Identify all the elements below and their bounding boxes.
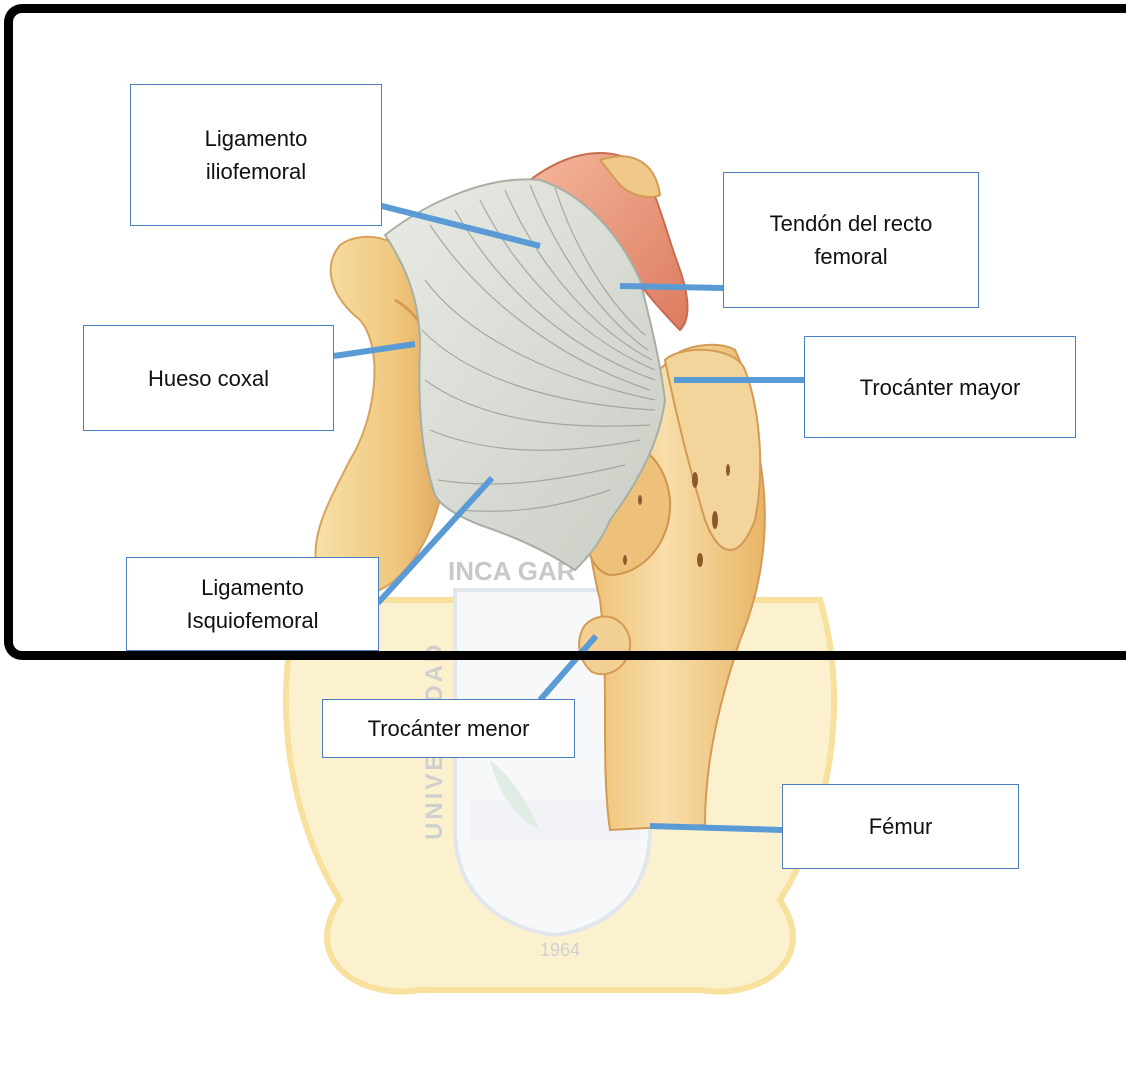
label-trocanter-mayor: Trocánter mayor xyxy=(804,336,1076,438)
label-ligamento-iliofemoral: Ligamento iliofemoral xyxy=(130,84,382,226)
label-trocanter-menor: Trocánter menor xyxy=(322,699,575,758)
label-hueso-coxal: Hueso coxal xyxy=(83,325,334,431)
label-ligamento-isquiofemoral: Ligamento Isquiofemoral xyxy=(126,557,379,651)
watermark-year: 1964 xyxy=(540,940,580,960)
leader-line-femur xyxy=(650,826,782,830)
label-tendon-recto-femoral: Tendón del recto femoral xyxy=(723,172,979,308)
label-femur: Fémur xyxy=(782,784,1019,869)
